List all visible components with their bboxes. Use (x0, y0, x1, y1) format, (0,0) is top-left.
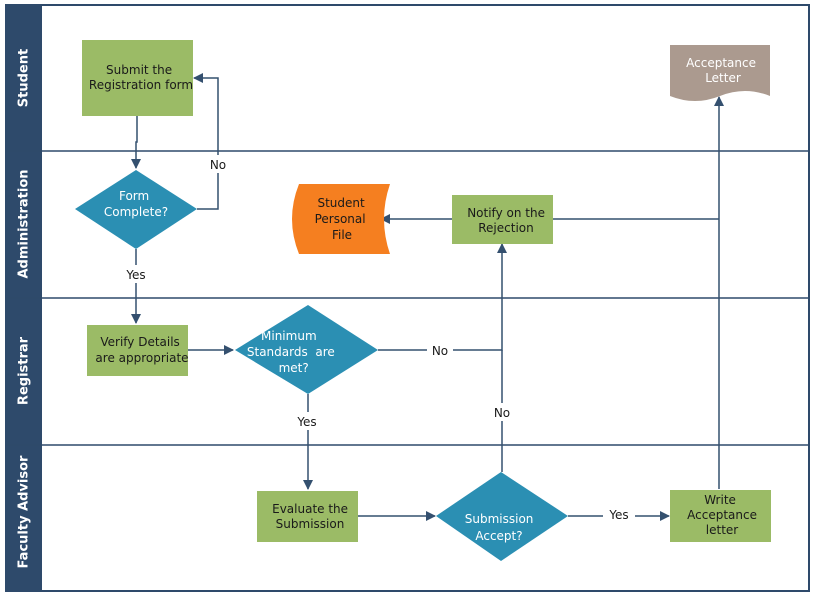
svg-text:Evaluate the Submissio: Evaluate the Submission (272, 502, 352, 531)
edge-label-form-yes: Yes (125, 268, 145, 282)
node-text-line: Minimum (261, 329, 317, 343)
edge-standards-no (378, 243, 507, 351)
node-text-line: Verify Details (100, 335, 179, 349)
node-text-line: Evaluate the (272, 502, 348, 516)
svg-text:Submission Accept?: Submission Accept? (465, 512, 537, 543)
node-text-line: Submission (465, 512, 534, 526)
node-text-line: Rejection (478, 221, 533, 235)
svg-text:Submit the Registratio: Submit the Registration form (89, 63, 193, 92)
node-text-line: Personal (315, 212, 366, 226)
svg-text:Minimum Standards are: Minimum Standards are met? (0, 0, 369, 375)
process-verify-details[interactable]: Verify Details are appropriate (87, 325, 189, 376)
edge-labels: No Yes No Yes No Yes (120, 155, 635, 524)
lane-header-administration (6, 151, 42, 298)
process-evaluate-submission[interactable]: Evaluate the Submission (257, 491, 358, 542)
node-text-line: are appropriate (95, 351, 188, 365)
svg-text:Form Complete?: Form Complete? (104, 189, 168, 219)
edge-label-accept-yes: Yes (608, 508, 628, 522)
node-text-line: File (332, 228, 352, 242)
edge-label-standards-yes: Yes (296, 415, 316, 429)
edge-form-no (193, 73, 219, 210)
decision-submission-accept[interactable]: Submission Accept? (436, 472, 568, 561)
document-acceptance-letter[interactable]: Acceptance Letter (670, 45, 770, 101)
node-text-line: Form (119, 189, 149, 203)
svg-text:Acceptance Letter: Acceptance Letter (686, 56, 760, 85)
svg-text:Student Personal: Student Personal File (315, 196, 370, 242)
lane-label-faculty-advisor: Faculty Advisor (17, 455, 32, 568)
edge-label-standards-no: No (432, 344, 448, 358)
node-text-line: Accept? (475, 529, 522, 543)
node-text-line: Standards are (247, 345, 335, 359)
nodes: Submit the Registration form Form Comple… (0, 0, 771, 561)
lane-header-student (6, 5, 42, 151)
process-write-acceptance[interactable]: Write Acceptance letter (670, 490, 771, 542)
lane-label-student: Student (17, 49, 32, 107)
node-text-line: Acceptance (686, 56, 756, 70)
node-text-line: Submission (276, 517, 345, 531)
svg-text:Write Acceptance: Write Acceptance letter (687, 493, 761, 537)
lane-header-registrar (6, 298, 42, 445)
node-text-line: Acceptance (687, 508, 757, 522)
node-text-line: Notify on the (467, 206, 545, 220)
edge-label-accept-no: No (494, 406, 510, 420)
lane-label-administration: Administration (17, 169, 32, 278)
svg-text:Verify Details are app: Verify Details are appropriate (95, 335, 188, 365)
process-notify-rejection[interactable]: Notify on the Rejection (452, 195, 553, 244)
storage-student-personal-file[interactable]: Student Personal File (292, 184, 390, 254)
decision-minimum-standards[interactable]: Minimum Standards are met? (0, 0, 378, 394)
decision-form-complete[interactable]: Form Complete? (75, 170, 197, 249)
svg-text:Notify on the Rejectio: Notify on the Rejection (467, 206, 549, 235)
node-text-line: letter (706, 523, 739, 537)
node-text-line: Letter (705, 71, 741, 85)
node-text-line: Registration form (89, 78, 193, 92)
node-text-line: Write (704, 493, 736, 507)
node-text-line: Student (317, 196, 365, 210)
node-text-line: Complete? (104, 205, 168, 219)
lane-header-faculty-advisor (6, 445, 42, 591)
edge-label-form-no: No (210, 158, 226, 172)
lane-label-registrar: Registrar (17, 336, 32, 405)
process-submit-registration[interactable]: Submit the Registration form (82, 40, 193, 116)
edge-submit-to-form-complete (131, 116, 141, 169)
lanes: Student Administration Registrar Faculty… (5, 4, 810, 592)
node-text-line: Submit the (106, 63, 172, 77)
connectors (131, 73, 724, 521)
node-text-line: met? (279, 361, 309, 375)
